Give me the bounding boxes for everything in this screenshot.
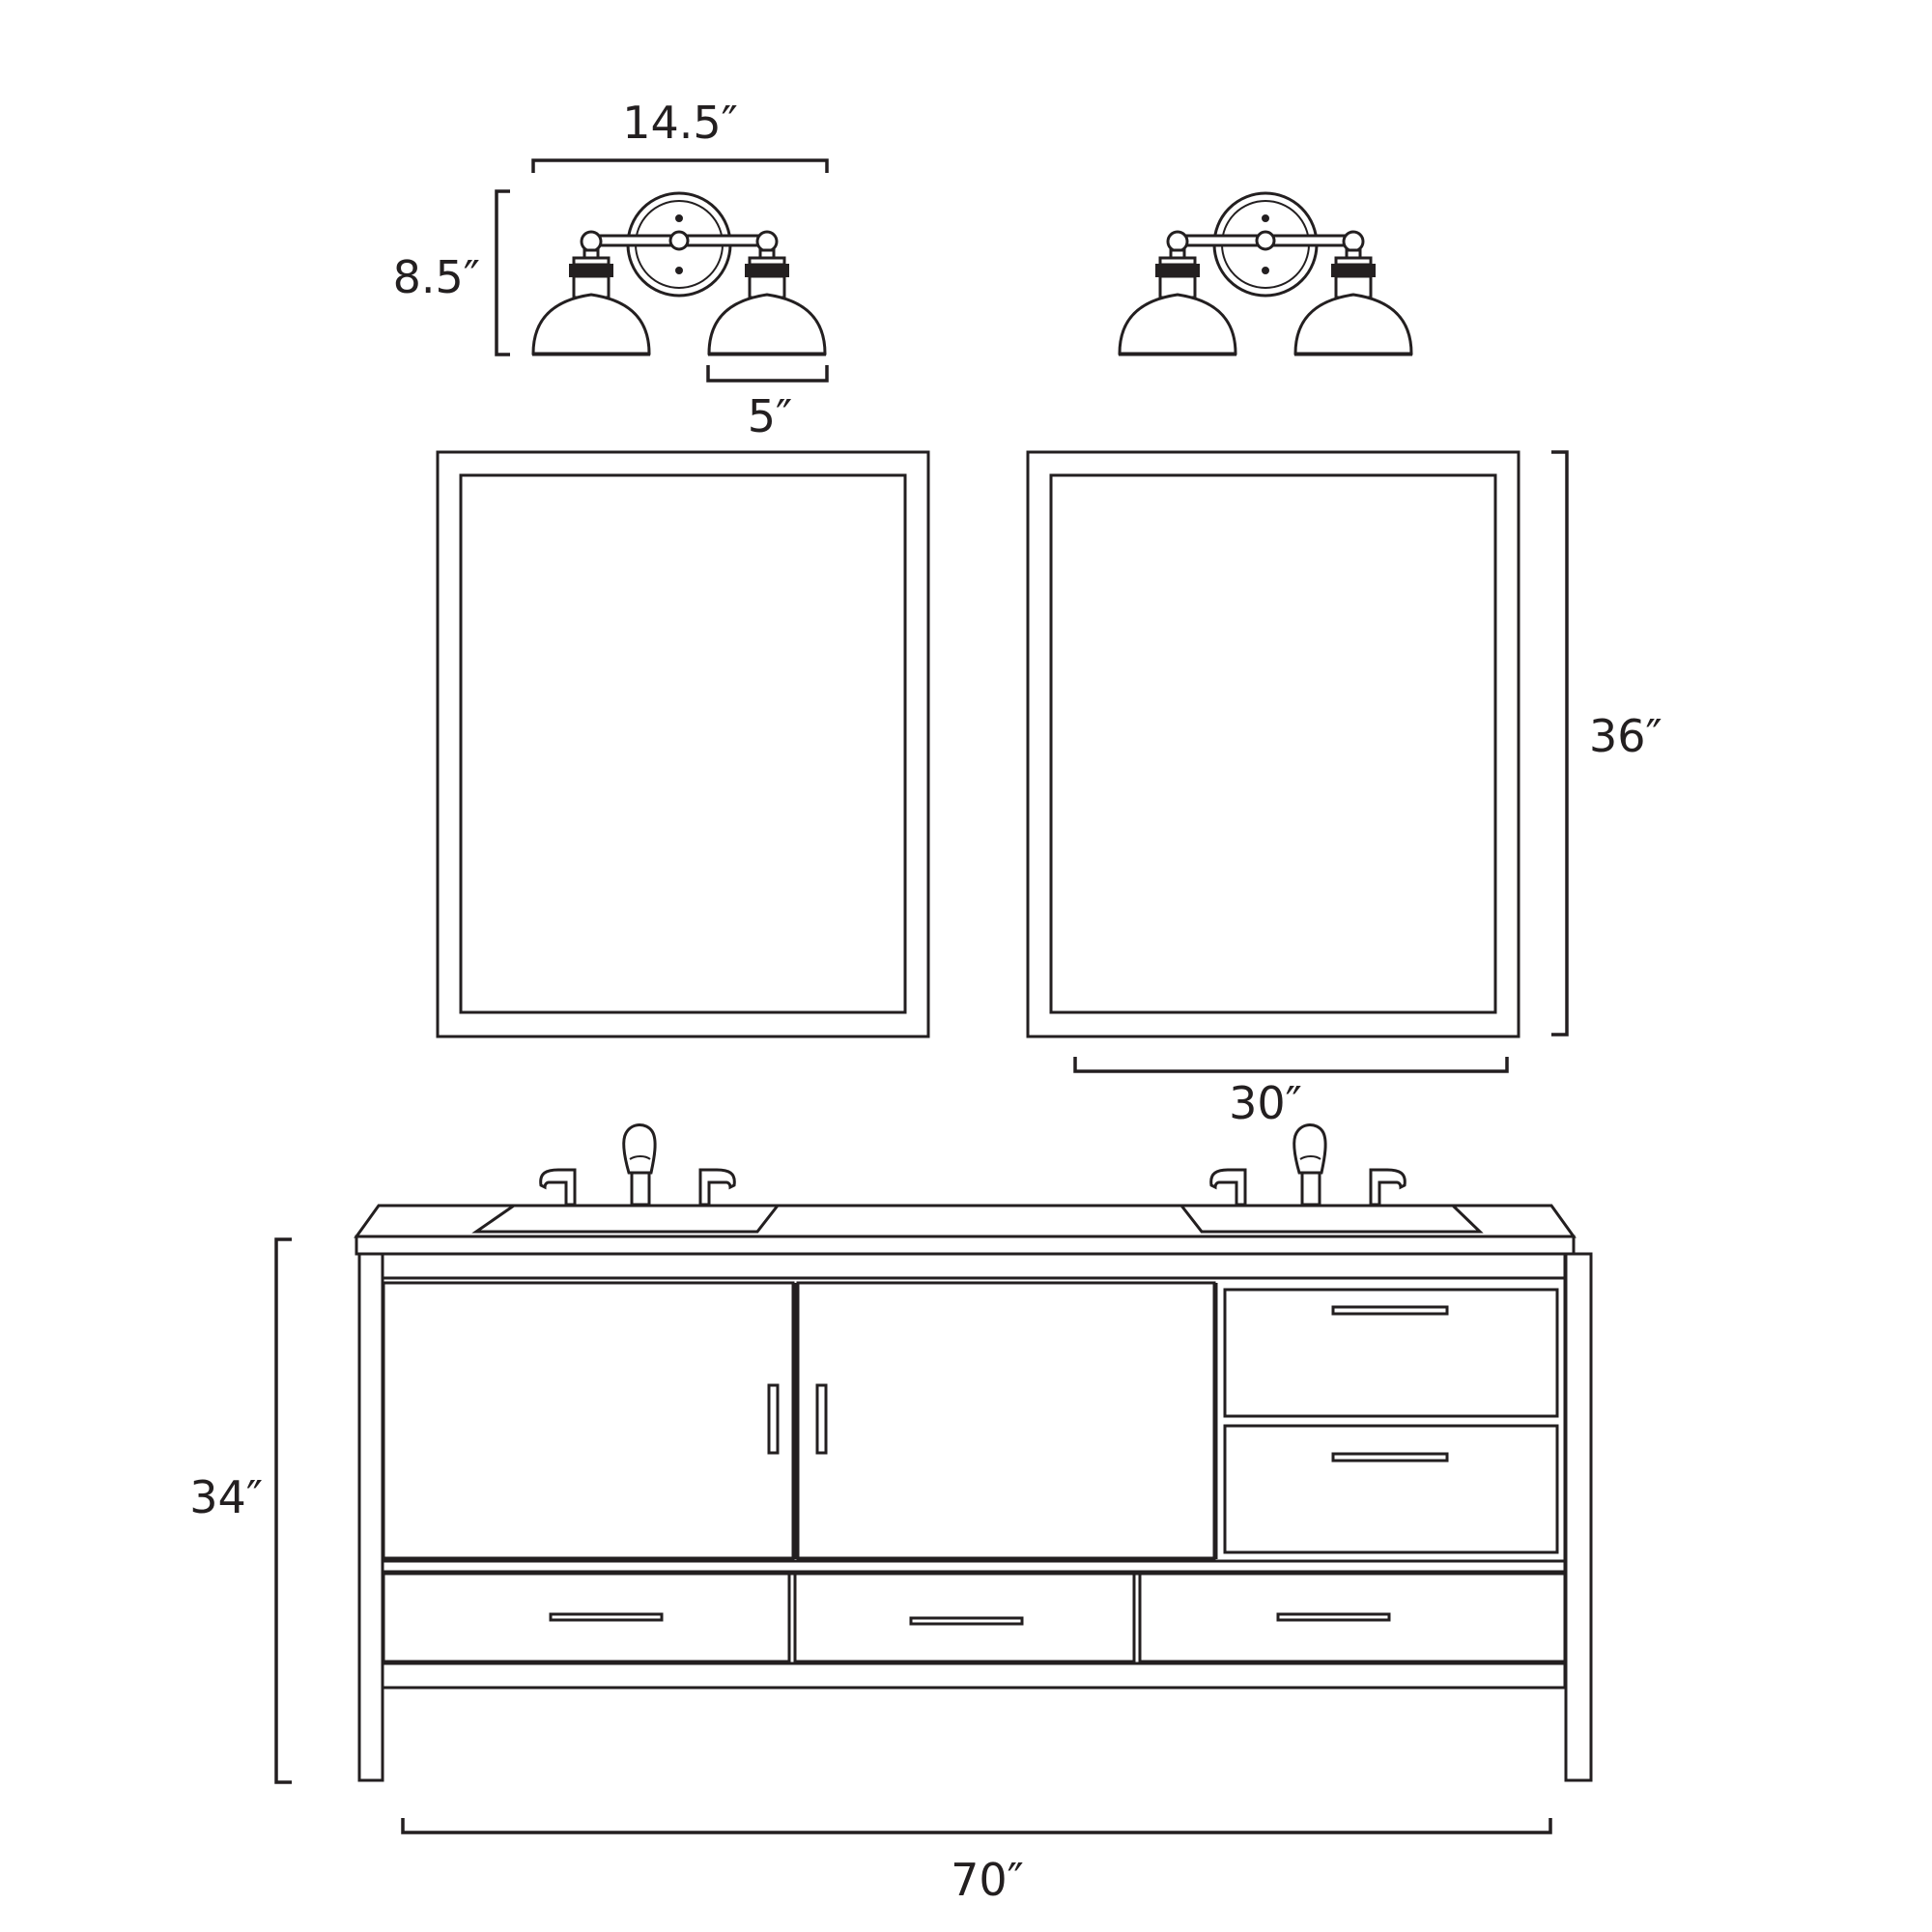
vanity-cabinet (354, 1204, 1593, 1782)
fixture-height-dimension: 8.5″ (393, 189, 510, 356)
wall-sconce-right (1117, 191, 1414, 356)
vanity-width-label: 70″ (951, 1854, 1024, 1906)
shade-width-label: 5″ (748, 390, 792, 442)
mirror-width-label: 30″ (1229, 1077, 1302, 1129)
shade-width-dimension: 5″ (706, 365, 829, 442)
sink-right (1178, 1204, 1484, 1234)
vanity-height-dimension: 34″ (189, 1237, 292, 1784)
wall-sconce-left (531, 191, 827, 356)
mirror-left (436, 450, 930, 1038)
fixture-height-label: 8.5″ (393, 251, 480, 303)
mirror-height-dimension: 36″ (1551, 450, 1662, 1037)
faucet-right (1209, 1122, 1406, 1207)
fixture-width-label: 14.5″ (622, 97, 738, 149)
fixture-width-dimension: 14.5″ (531, 97, 829, 173)
mirror-width-dimension: 30″ (1073, 1057, 1509, 1129)
vanity-width-dimension: 70″ (401, 1818, 1552, 1906)
mirror-right (1026, 450, 1520, 1038)
mirror-height-label: 36″ (1589, 710, 1662, 762)
sink-left (471, 1204, 781, 1234)
vanity-height-label: 34″ (189, 1471, 263, 1523)
faucet-left (539, 1123, 736, 1207)
